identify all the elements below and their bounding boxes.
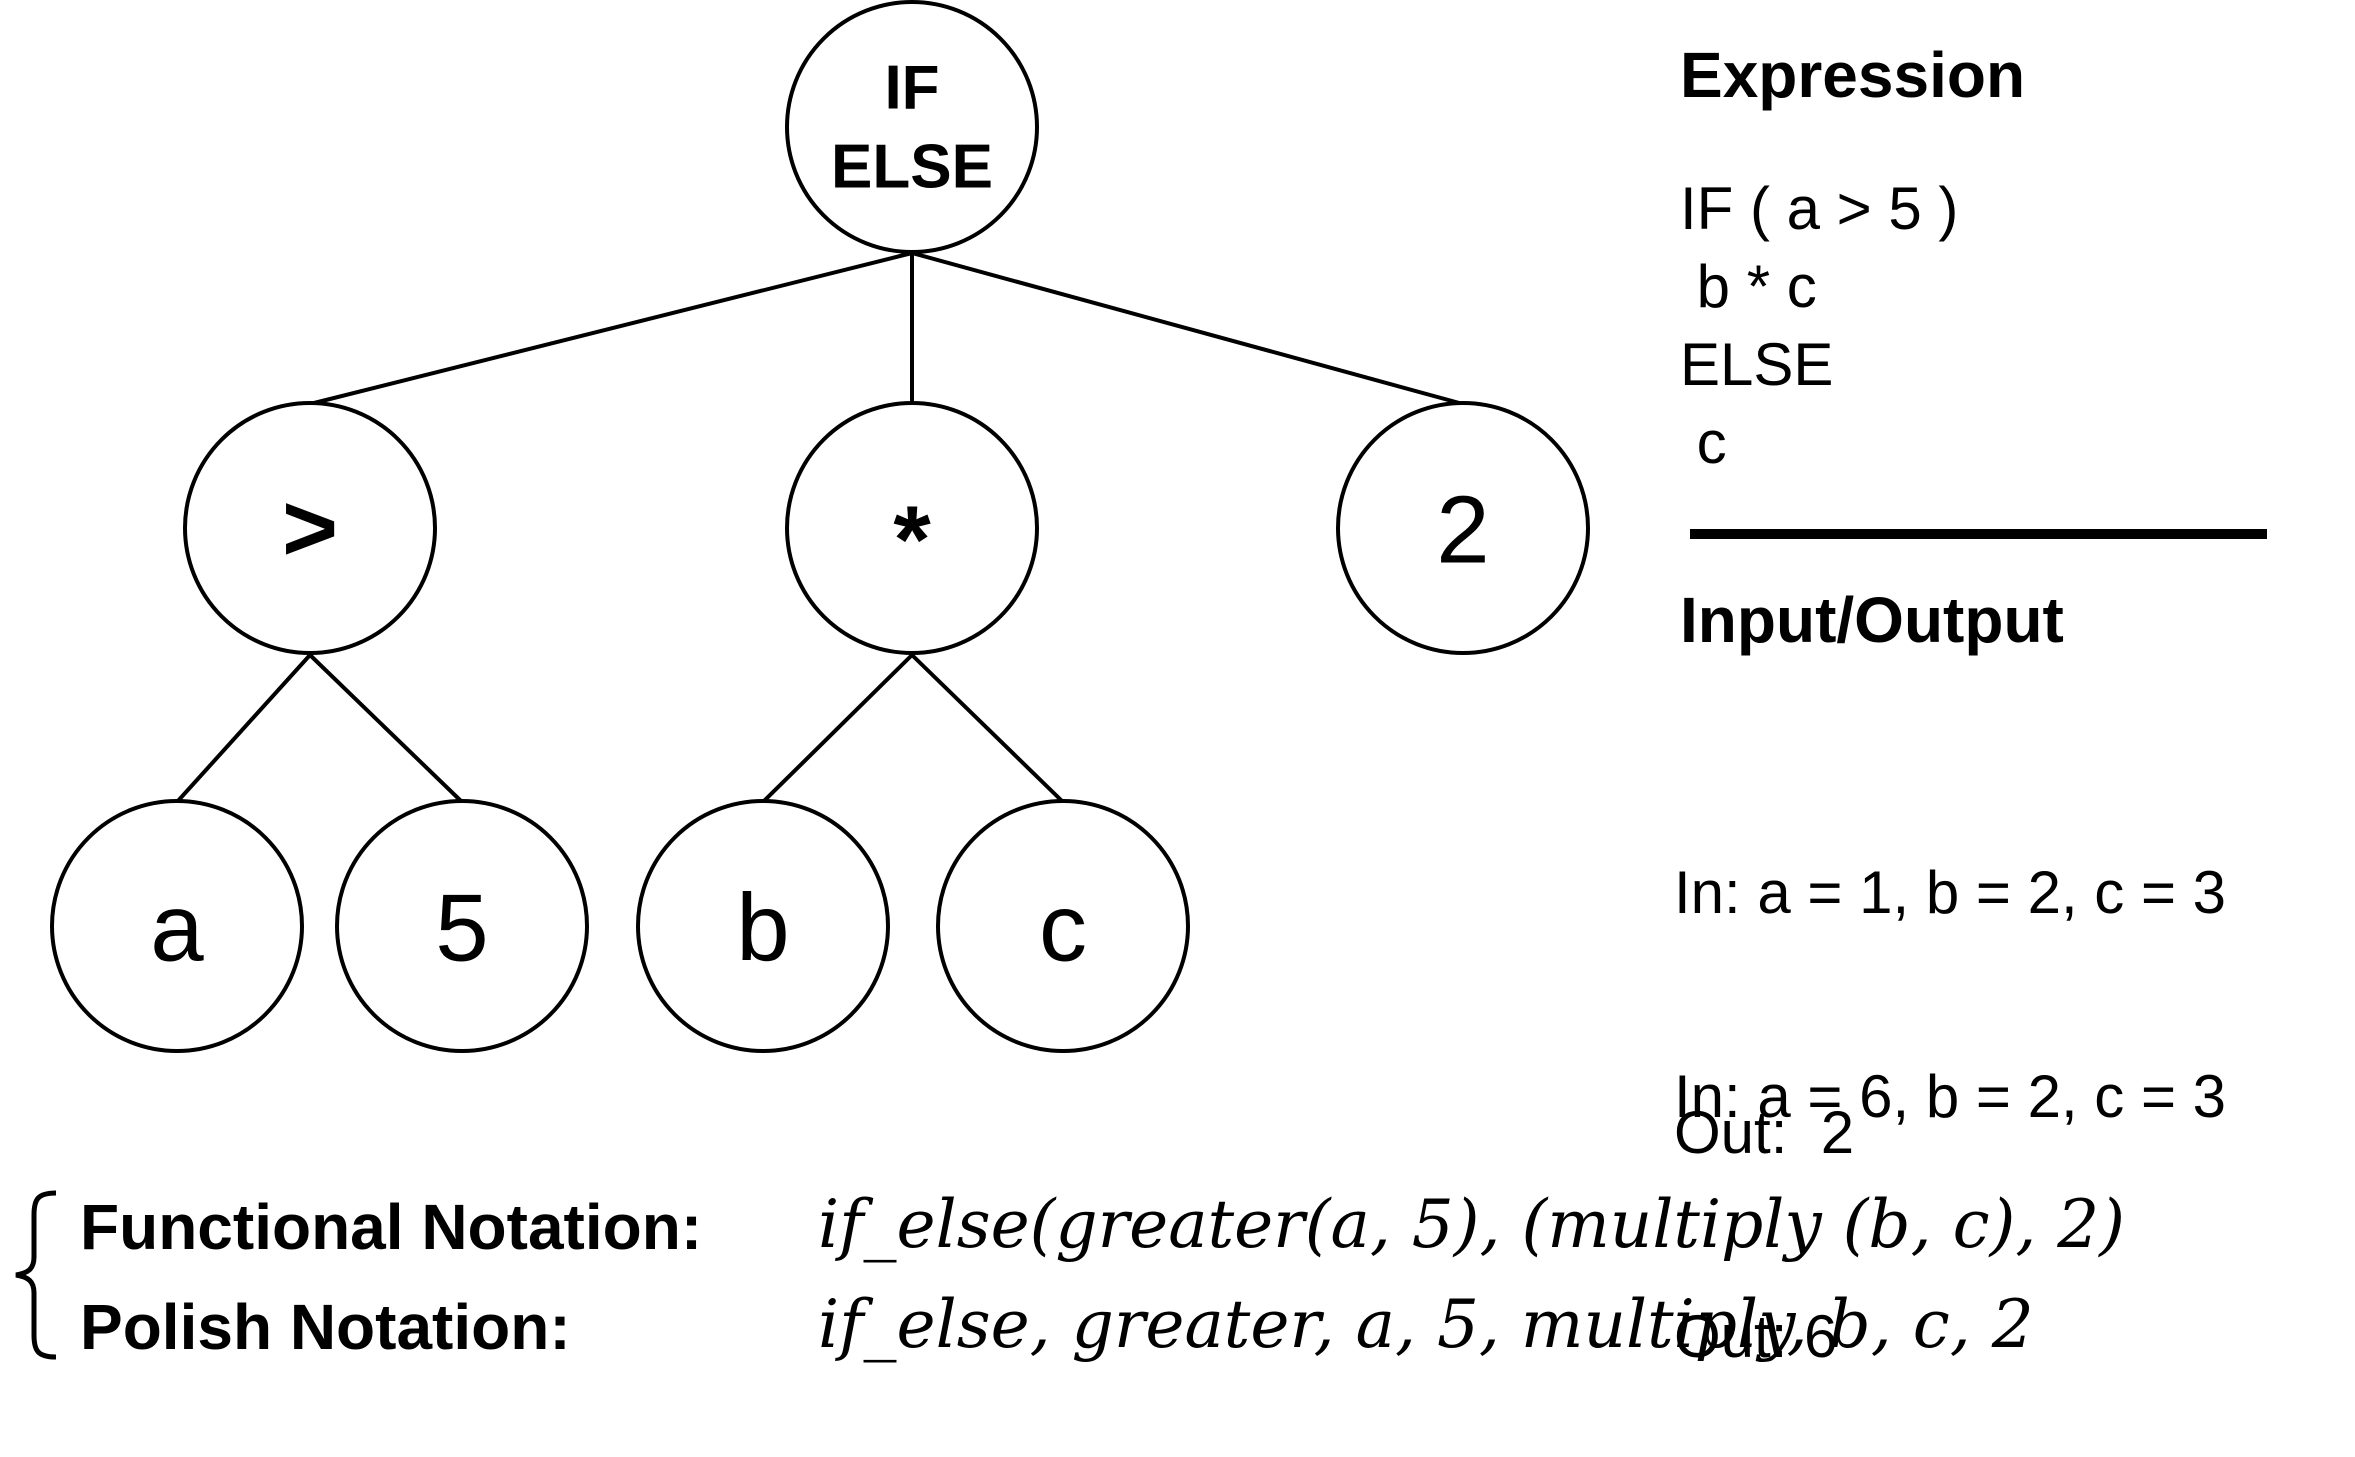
edge-multiply-c bbox=[910, 653, 1065, 804]
root-label-line2: ELSE bbox=[831, 133, 993, 202]
expression-heading: Expression bbox=[1680, 39, 2026, 111]
io-case-1-output: Out: 2 bbox=[1674, 1099, 1855, 1166]
node-label-a: a bbox=[150, 875, 204, 982]
node-label-b: b bbox=[736, 875, 789, 982]
node-label-multiply: * bbox=[893, 487, 931, 594]
node-label-two: 2 bbox=[1436, 477, 1489, 584]
node-label-c: c bbox=[1039, 875, 1087, 982]
expression-line-2: b * c bbox=[1680, 253, 1817, 320]
edge-multiply-b bbox=[761, 653, 914, 804]
tree-node-b: b bbox=[636, 799, 890, 1053]
tree-node-two: 2 bbox=[1336, 401, 1590, 655]
expression-tree: IF ELSE > * 2 a 5 b c bbox=[50, 0, 1590, 1053]
node-label-greater: > bbox=[282, 475, 338, 582]
tree-node-root: IF ELSE bbox=[785, 0, 1039, 254]
io-case-1-input: In: a = 1, b = 2, c = 3 bbox=[1674, 859, 2227, 926]
left-brace-icon bbox=[15, 1190, 57, 1360]
edge-root-two bbox=[911, 251, 1464, 406]
expression-panel: Expression IF ( a > 5 ) b * c ELSE c bbox=[1680, 30, 2280, 482]
io-heading: Input/Output bbox=[1680, 584, 2064, 656]
section-divider bbox=[1690, 529, 2267, 539]
tree-node-5: 5 bbox=[335, 799, 589, 1053]
expression-line-1: IF ( a > 5 ) bbox=[1680, 175, 1959, 242]
tree-node-a: a bbox=[50, 799, 304, 1053]
edge-greater-5 bbox=[308, 653, 464, 804]
node-label-5: 5 bbox=[435, 875, 488, 982]
tree-node-multiply: * bbox=[785, 401, 1039, 655]
polish-notation-label: Polish Notation: bbox=[80, 1291, 571, 1363]
functional-notation-value: if_else(greater(a, 5), (multiply (b, c),… bbox=[818, 1186, 2126, 1263]
polish-notation-value: if_else, greater, a, 5, multiply, b, c, … bbox=[818, 1286, 2034, 1363]
io-case-2-output: Out: 6 bbox=[1674, 1303, 1838, 1370]
expression-line-3: ELSE bbox=[1680, 331, 1834, 398]
io-case-1: In: a = 1, b = 2, c = 3 Out: 2 bbox=[1674, 693, 2226, 1253]
functional-notation-label: Functional Notation: bbox=[80, 1191, 703, 1263]
expression-line-4: c bbox=[1680, 409, 1727, 476]
io-case-2-input: In: a = 6, b = 2, c = 3 bbox=[1674, 1063, 2227, 1130]
tree-node-c: c bbox=[936, 799, 1190, 1053]
edge-greater-a bbox=[175, 653, 312, 804]
io-case-2: In: a = 6, b = 2, c = 3 Out: 6 bbox=[1674, 897, 2226, 1457]
tree-node-greater: > bbox=[183, 401, 437, 655]
edge-root-greater bbox=[309, 251, 913, 406]
root-label-line1: IF bbox=[884, 54, 939, 123]
